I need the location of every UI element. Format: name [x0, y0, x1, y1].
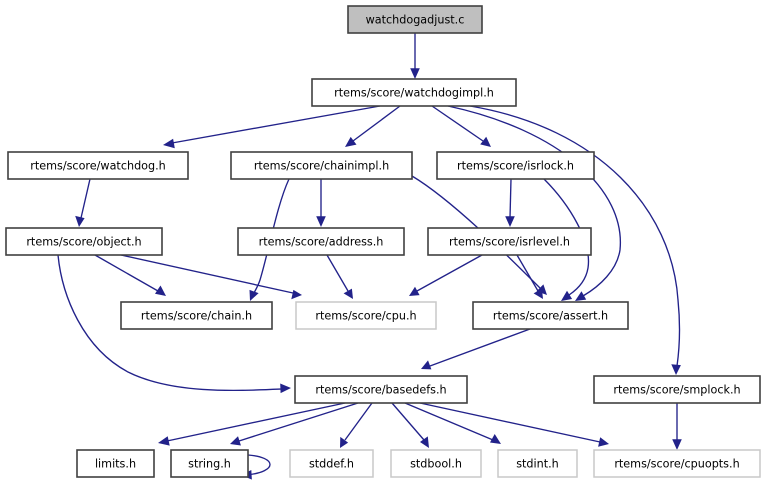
node-cpu-h[interactable]: rtems/score/cpu.h [295, 301, 437, 330]
node-basedefs-h[interactable]: rtems/score/basedefs.h [294, 375, 468, 404]
node-chainimpl-h[interactable]: rtems/score/chainimpl.h [230, 151, 413, 180]
edge-object-h-to-basedefs-h [57, 254, 291, 394]
edge-basedefs-h-to-stdbool-h [391, 402, 429, 448]
node-label-chainimpl-h: rtems/score/chainimpl.h [254, 160, 389, 173]
node-cpuopts-h[interactable]: rtems/score/cpuopts.h [593, 449, 761, 478]
edge-watchdogimpl-h-to-smplock-h [469, 105, 681, 375]
node-label-watchdogadjust-c: watchdogadjust.c [366, 14, 465, 27]
node-label-basedefs-h: rtems/score/basedefs.h [315, 384, 446, 397]
edge-address-h-to-cpu-h [326, 254, 353, 299]
node-label-address-h: rtems/score/address.h [259, 236, 384, 249]
node-label-isrlock-h: rtems/score/isrlock.h [457, 160, 574, 173]
edge-isrlock-h-to-isrlevel-h [505, 178, 515, 227]
node-label-cpuopts-h: rtems/score/cpuopts.h [614, 458, 739, 471]
edge-isrlock-h-to-assert-h [543, 178, 590, 301]
edge-watchdogimpl-h-to-isrlock-h [431, 105, 491, 147]
node-isrlevel-h[interactable]: rtems/score/isrlevel.h [427, 227, 592, 256]
edge-isrlevel-h-to-assert-h [516, 254, 543, 299]
node-stddef-h[interactable]: stddef.h [289, 449, 374, 478]
node-label-limits-h: limits.h [95, 458, 136, 471]
edge-watchdogimpl-h-to-assert-h [447, 105, 621, 301]
edge-assert-h-to-basedefs-h [421, 328, 531, 370]
node-label-assert-h: rtems/score/assert.h [493, 310, 608, 323]
node-chain-h[interactable]: rtems/score/chain.h [120, 301, 273, 330]
node-label-stdint-h: stdint.h [516, 458, 559, 471]
node-limits-h[interactable]: limits.h [76, 449, 155, 478]
node-address-h[interactable]: rtems/score/address.h [237, 227, 405, 256]
node-isrlock-h[interactable]: rtems/score/isrlock.h [436, 151, 595, 180]
edge-basedefs-h-to-stddef-h [340, 402, 373, 448]
node-object-h[interactable]: rtems/score/object.h [5, 227, 163, 256]
node-smplock-h[interactable]: rtems/score/smplock.h [593, 375, 761, 404]
edge-watchdogimpl-h-to-watchdog-h [163, 105, 381, 149]
edge-basedefs-h-to-cpuopts-h [419, 402, 609, 447]
node-watchdog-h[interactable]: rtems/score/watchdog.h [7, 151, 189, 180]
node-string-h[interactable]: string.h [170, 449, 249, 478]
node-label-isrlevel-h: rtems/score/isrlevel.h [449, 236, 570, 249]
node-label-chain-h: rtems/score/chain.h [141, 310, 252, 323]
edge-layer [57, 33, 682, 480]
node-label-string-h: string.h [188, 458, 231, 471]
edge-watchdogadjust-c-to-watchdogimpl-h [410, 33, 420, 79]
node-assert-h[interactable]: rtems/score/assert.h [472, 301, 629, 330]
edge-object-h-to-cpu-h [120, 254, 302, 300]
edge-chainimpl-h-to-chain-h [249, 178, 290, 301]
node-watchdogimpl-h[interactable]: rtems/score/watchdogimpl.h [311, 78, 517, 107]
node-layer: watchdogadjust.c rtems/score/watchdogimp… [5, 5, 761, 478]
node-label-object-h: rtems/score/object.h [26, 236, 141, 249]
node-stdbool-h[interactable]: stdbool.h [390, 449, 482, 478]
node-label-stdbool-h: stdbool.h [410, 458, 462, 471]
node-label-watchdogimpl-h: rtems/score/watchdogimpl.h [334, 87, 494, 100]
edge-basedefs-h-to-stdint-h [404, 402, 501, 444]
edge-object-h-to-chain-h [94, 254, 166, 296]
edge-smplock-h-to-cpuopts-h [672, 403, 682, 450]
node-label-watchdog-h: rtems/score/watchdog.h [30, 160, 166, 173]
node-label-stddef-h: stddef.h [309, 458, 354, 471]
edge-basedefs-h-to-string-h [230, 402, 359, 446]
node-stdint-h[interactable]: stdint.h [497, 449, 578, 478]
edge-watchdogimpl-h-to-chainimpl-h [345, 105, 401, 147]
edge-watchdog-h-to-object-h [75, 178, 91, 227]
node-label-smplock-h: rtems/score/smplock.h [613, 384, 740, 397]
edge-chainimpl-h-to-address-h [316, 179, 326, 227]
node-label-cpu-h: rtems/score/cpu.h [315, 310, 416, 323]
edge-isrlevel-h-to-cpu-h [409, 254, 483, 296]
edge-basedefs-h-to-limits-h [158, 402, 346, 446]
node-watchdogadjust-c[interactable]: watchdogadjust.c [347, 5, 483, 34]
